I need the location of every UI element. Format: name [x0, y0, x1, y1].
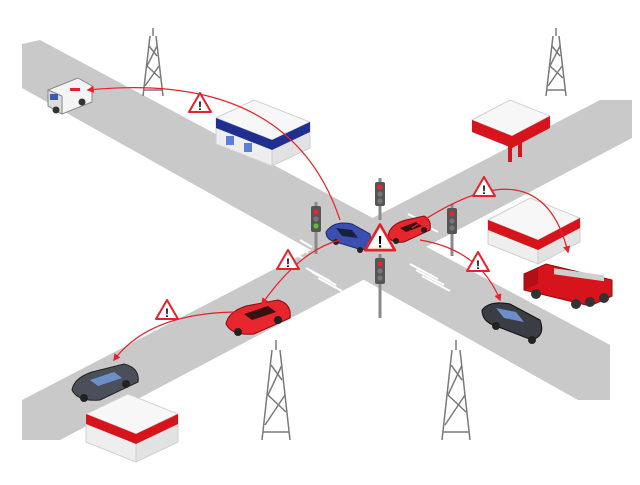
- car-icon: [225, 299, 291, 336]
- warning-triangle-icon: !: [276, 249, 300, 270]
- arrow-to-dark-car-left: [113, 311, 241, 362]
- building-icon: [214, 99, 312, 167]
- arrow-to-fire-truck: [411, 188, 571, 254]
- warning-symbol: !: [482, 183, 486, 197]
- radio-tower-icon: [545, 28, 567, 97]
- warning-markers: !!!!!!: [155, 92, 496, 320]
- radio-tower-icon: [261, 340, 291, 441]
- building-icon: [470, 99, 552, 162]
- car-icon: [71, 363, 139, 402]
- traffic-light-icon: [375, 254, 385, 318]
- warning-triangle-icon: !: [188, 92, 212, 113]
- radio-tower-icon: [142, 28, 164, 97]
- warning-symbol: !: [286, 256, 290, 270]
- car-icon: [481, 302, 543, 344]
- fire-truck-icon: [523, 263, 613, 309]
- vehicles: [47, 77, 613, 402]
- traffic-light-icon: [375, 178, 385, 220]
- arrow-to-ambulance: [86, 85, 341, 221]
- traffic-light-icon: [447, 204, 457, 256]
- warning-symbol: !: [165, 306, 169, 320]
- radio-towers: [142, 28, 567, 441]
- traffic-light-icon: [311, 202, 321, 254]
- warning-triangle-icon: !: [363, 223, 397, 252]
- ambulance-icon: [47, 77, 93, 115]
- warning-symbol: !: [377, 233, 382, 251]
- warning-symbol: !: [198, 99, 202, 113]
- warning-triangle-icon: !: [472, 176, 496, 197]
- arrow-to-red-car: [261, 239, 341, 306]
- warning-triangle-icon: !: [466, 251, 490, 272]
- warning-symbol: !: [476, 258, 480, 272]
- traffic-lights: [311, 178, 457, 318]
- arrow-to-dark-car-right: [419, 239, 502, 302]
- building-icon: [84, 393, 180, 463]
- building-icon: [486, 197, 582, 265]
- warning-triangle-icon: !: [155, 299, 179, 320]
- signal-arrows: [86, 85, 571, 362]
- buildings: [84, 99, 582, 463]
- radio-tower-icon: [441, 340, 471, 441]
